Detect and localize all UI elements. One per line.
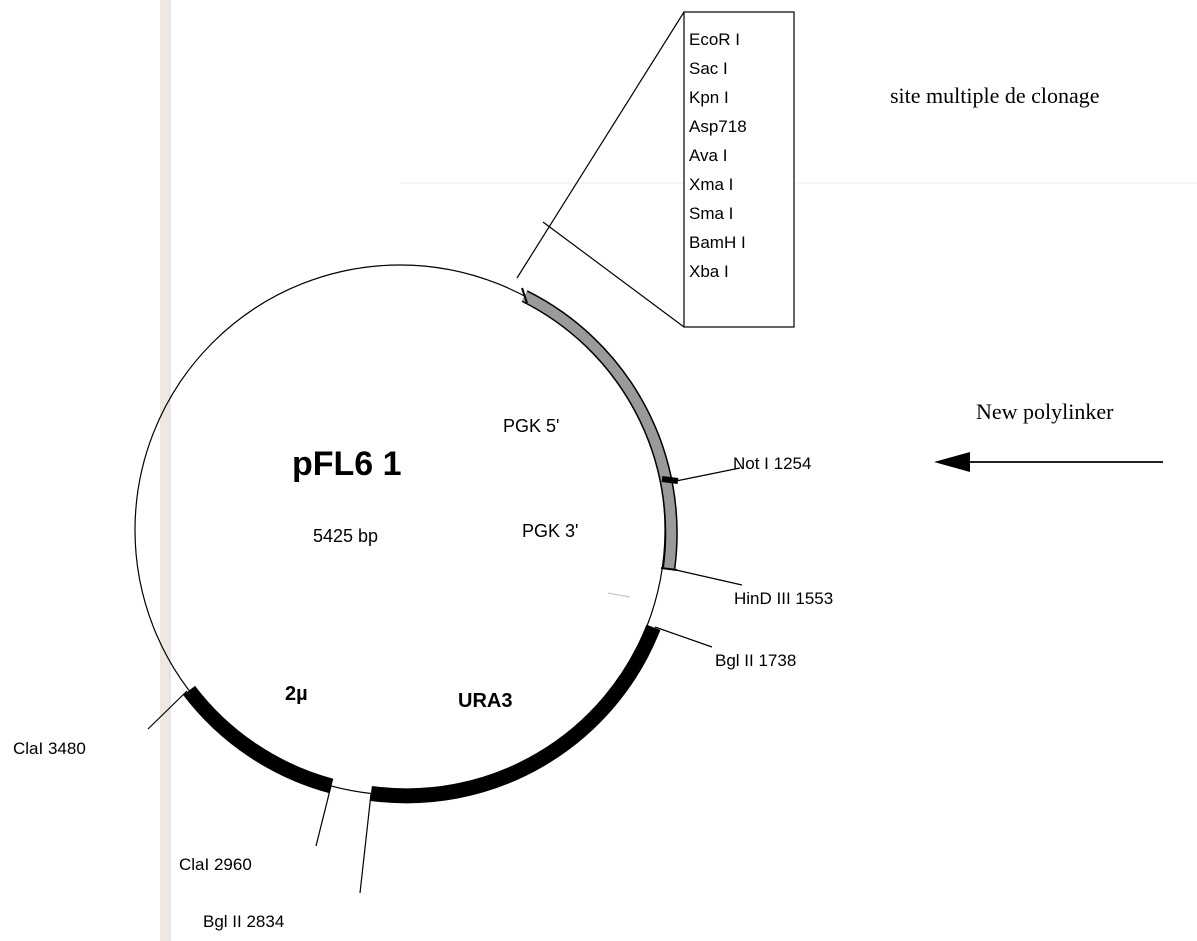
hindiii-leader-line — [675, 569, 743, 586]
clai-3480-leader-line — [147, 690, 188, 730]
mcs-callout-line-top — [516, 11, 685, 279]
bglii-2834-leader-line — [359, 793, 372, 894]
mcs-enzyme: BamH I — [689, 233, 746, 252]
pgk3-label: PGK 3' — [522, 521, 578, 541]
mcs-enzyme: Kpn I — [689, 88, 729, 107]
mcs-callout-line-bottom — [542, 221, 685, 328]
mcs-enzyme: Ava I — [689, 146, 727, 165]
mcs-marker — [521, 287, 528, 304]
hindiii-marker — [660, 567, 678, 571]
clai-2960-leader-line — [315, 785, 332, 847]
arrow-head-icon — [934, 452, 970, 472]
scan-fold-shadow — [160, 0, 170, 941]
mcs-enzyme: Sac I — [689, 59, 728, 78]
mcs-enzyme-list: EcoR I Sac I Kpn I Asp718 Ava I Xma I Sm… — [689, 30, 747, 281]
polylinker-arrow — [934, 452, 1163, 472]
bglii-2834-site-label: Bgl II 2834 — [203, 912, 284, 931]
mcs-box — [683, 11, 795, 328]
noti-site-label: Not I 1254 — [733, 454, 811, 473]
two-mu-label: 2µ — [285, 683, 308, 705]
mcs-enzyme: Xba I — [689, 262, 729, 281]
ura3-arc — [369, 624, 661, 804]
plasmid-name: pFL6 1 — [292, 445, 402, 483]
noti-leader-line — [675, 467, 741, 482]
bglii-1738-leader-line — [654, 626, 713, 648]
pgk5-label: PGK 5' — [503, 416, 559, 436]
noti-marker — [661, 476, 679, 484]
mcs-enzyme: Sma I — [689, 204, 733, 223]
pgk-region-arc — [522, 291, 677, 569]
scan-artifacts — [160, 0, 1197, 941]
clai-3480-site-label: ClaI 3480 — [13, 739, 86, 758]
clai-2960-site-label: ClaI 2960 — [179, 855, 252, 874]
scan-speck — [607, 592, 631, 598]
mcs-title: site multiple de clonage — [890, 83, 1100, 108]
new-polylinker-label: New polylinker — [976, 399, 1114, 424]
plasmid-size: 5425 bp — [313, 526, 378, 546]
hindiii-site-label: HinD III 1553 — [734, 589, 833, 608]
mcs-enzyme: Asp718 — [689, 117, 747, 136]
mcs-enzyme: EcoR I — [689, 30, 740, 49]
two-mu-arc — [183, 685, 334, 794]
mcs-enzyme: Xma I — [689, 175, 733, 194]
bglii-1738-site-label: Bgl II 1738 — [715, 651, 796, 670]
ura3-label: URA3 — [458, 690, 512, 712]
